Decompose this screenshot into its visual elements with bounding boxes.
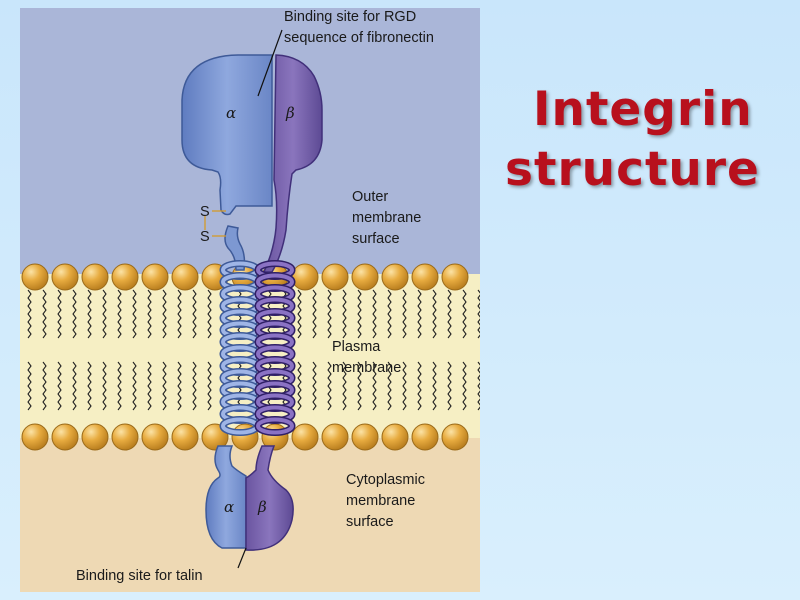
talin-leader-line bbox=[237, 547, 247, 569]
lipid-head bbox=[141, 263, 169, 291]
plasma-membrane-label-2: membrane bbox=[332, 360, 401, 376]
lipid-head bbox=[381, 263, 409, 291]
lipid-head bbox=[321, 263, 349, 291]
lipid-heads-inner bbox=[21, 423, 469, 451]
lipid-head bbox=[141, 423, 169, 451]
alpha-stalk-segment bbox=[224, 225, 246, 271]
sulfur-lower-label: S bbox=[200, 229, 210, 245]
lipid-head bbox=[291, 423, 319, 451]
beta-cytoplasmic-domain bbox=[245, 445, 294, 551]
plasma-membrane-label-1: Plasma bbox=[332, 339, 381, 355]
lipid-head bbox=[81, 423, 109, 451]
alpha-transmembrane-helix bbox=[219, 260, 261, 436]
lipid-head bbox=[111, 263, 139, 291]
cytoplasmic-surface-label-1: Cytoplasmic bbox=[346, 472, 425, 488]
rgd-site-label-line2: sequence of fibronectin bbox=[284, 30, 434, 46]
lipid-head bbox=[21, 263, 49, 291]
slide-title-line2: structure bbox=[505, 142, 760, 197]
helix-turn-highlight bbox=[256, 417, 294, 435]
lipid-head bbox=[81, 263, 109, 291]
outer-surface-label-2: membrane bbox=[352, 210, 421, 226]
alpha-label-bottom: α bbox=[224, 498, 234, 516]
lipid-head bbox=[321, 423, 349, 451]
lipid-head bbox=[291, 263, 319, 291]
outer-surface-label-1: Outer bbox=[352, 189, 388, 205]
outer-surface-label-3: surface bbox=[352, 231, 400, 247]
alpha-label-top: α bbox=[226, 104, 236, 122]
lipid-head bbox=[111, 423, 139, 451]
lipid-head bbox=[441, 263, 469, 291]
beta-subunit-head bbox=[262, 54, 323, 273]
slide-title-line1: Integrin bbox=[533, 82, 753, 137]
rgd-site-label-line1: Binding site for RGD bbox=[284, 9, 416, 25]
lipid-head bbox=[411, 263, 439, 291]
lipid-head bbox=[171, 263, 199, 291]
beta-label-bottom: β bbox=[257, 498, 267, 516]
lipid-head bbox=[381, 423, 409, 451]
lipid-head bbox=[51, 263, 79, 291]
rgd-leader-line bbox=[257, 29, 283, 97]
beta-label-top: β bbox=[285, 104, 295, 122]
slide-title: Integrin structure bbox=[505, 80, 775, 200]
beta-transmembrane-helix bbox=[254, 260, 296, 436]
cytoplasmic-surface-label-3: surface bbox=[346, 514, 394, 530]
lipid-head bbox=[411, 423, 439, 451]
lipid-head bbox=[51, 423, 79, 451]
lipid-head bbox=[21, 423, 49, 451]
sulfur-upper-label: S bbox=[200, 204, 210, 220]
lipid-head bbox=[351, 263, 379, 291]
lipid-head bbox=[351, 423, 379, 451]
alpha-cytoplasmic-domain bbox=[205, 445, 247, 549]
alpha-subunit-head bbox=[181, 54, 273, 216]
lipid-head bbox=[171, 423, 199, 451]
cytoplasmic-surface-label-2: membrane bbox=[346, 493, 415, 509]
talin-site-label: Binding site for talin bbox=[76, 568, 203, 584]
lipid-head bbox=[441, 423, 469, 451]
